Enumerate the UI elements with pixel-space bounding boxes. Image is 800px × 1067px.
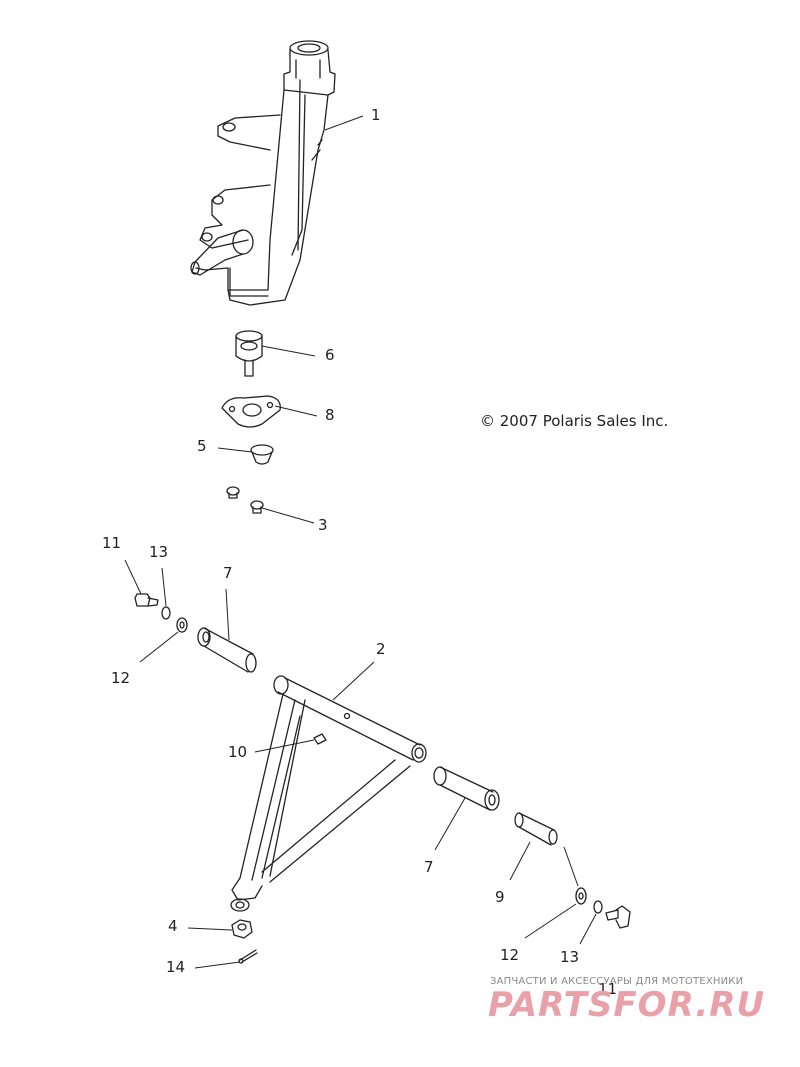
callout-3: 3	[318, 516, 328, 534]
left-hardware-parts	[134, 593, 257, 673]
nut-part	[231, 919, 253, 939]
callout-14: 14	[166, 958, 186, 976]
right-hardware-parts	[575, 887, 631, 929]
grease-fitting-part	[313, 733, 327, 745]
callout-7-left: 7	[223, 564, 233, 582]
callout-10: 10	[228, 743, 248, 761]
callout-13-left: 13	[149, 543, 169, 561]
screw-parts	[226, 486, 264, 514]
right-bushing-part	[433, 766, 500, 811]
ball-joint-part	[235, 330, 263, 377]
callout-12-left: 12	[111, 669, 131, 687]
callout-11-left: 11	[102, 534, 122, 552]
sleeve-part	[514, 812, 558, 846]
callout-1: 1	[371, 106, 381, 124]
callout-4: 4	[168, 917, 178, 935]
callout-7-right: 7	[424, 858, 434, 876]
callout-9: 9	[495, 888, 505, 906]
copyright-notice: © 2007 Polaris Sales Inc.	[480, 412, 669, 430]
callout-6: 6	[325, 346, 335, 364]
seal-part	[250, 444, 274, 465]
watermark-logo: PARTSFOR.RU	[488, 985, 766, 1025]
callout-2: 2	[376, 640, 386, 658]
retainer-plate-part	[221, 395, 281, 428]
spindle-part	[190, 40, 336, 306]
callout-8: 8	[325, 406, 335, 424]
callout-12-right: 12	[500, 946, 520, 964]
a-arm-part	[230, 675, 427, 912]
callout-11-right: 11	[598, 980, 618, 998]
callout-5: 5	[197, 437, 207, 455]
cotter-pin-part	[238, 949, 258, 964]
watermark-subtitle: ЗАПЧАСТИ И АКСЕССУАРЫ ДЛЯ МОТОТЕХНИКИ	[490, 976, 744, 987]
leader-lines	[124, 115, 597, 969]
callout-13-right: 13	[560, 948, 580, 966]
